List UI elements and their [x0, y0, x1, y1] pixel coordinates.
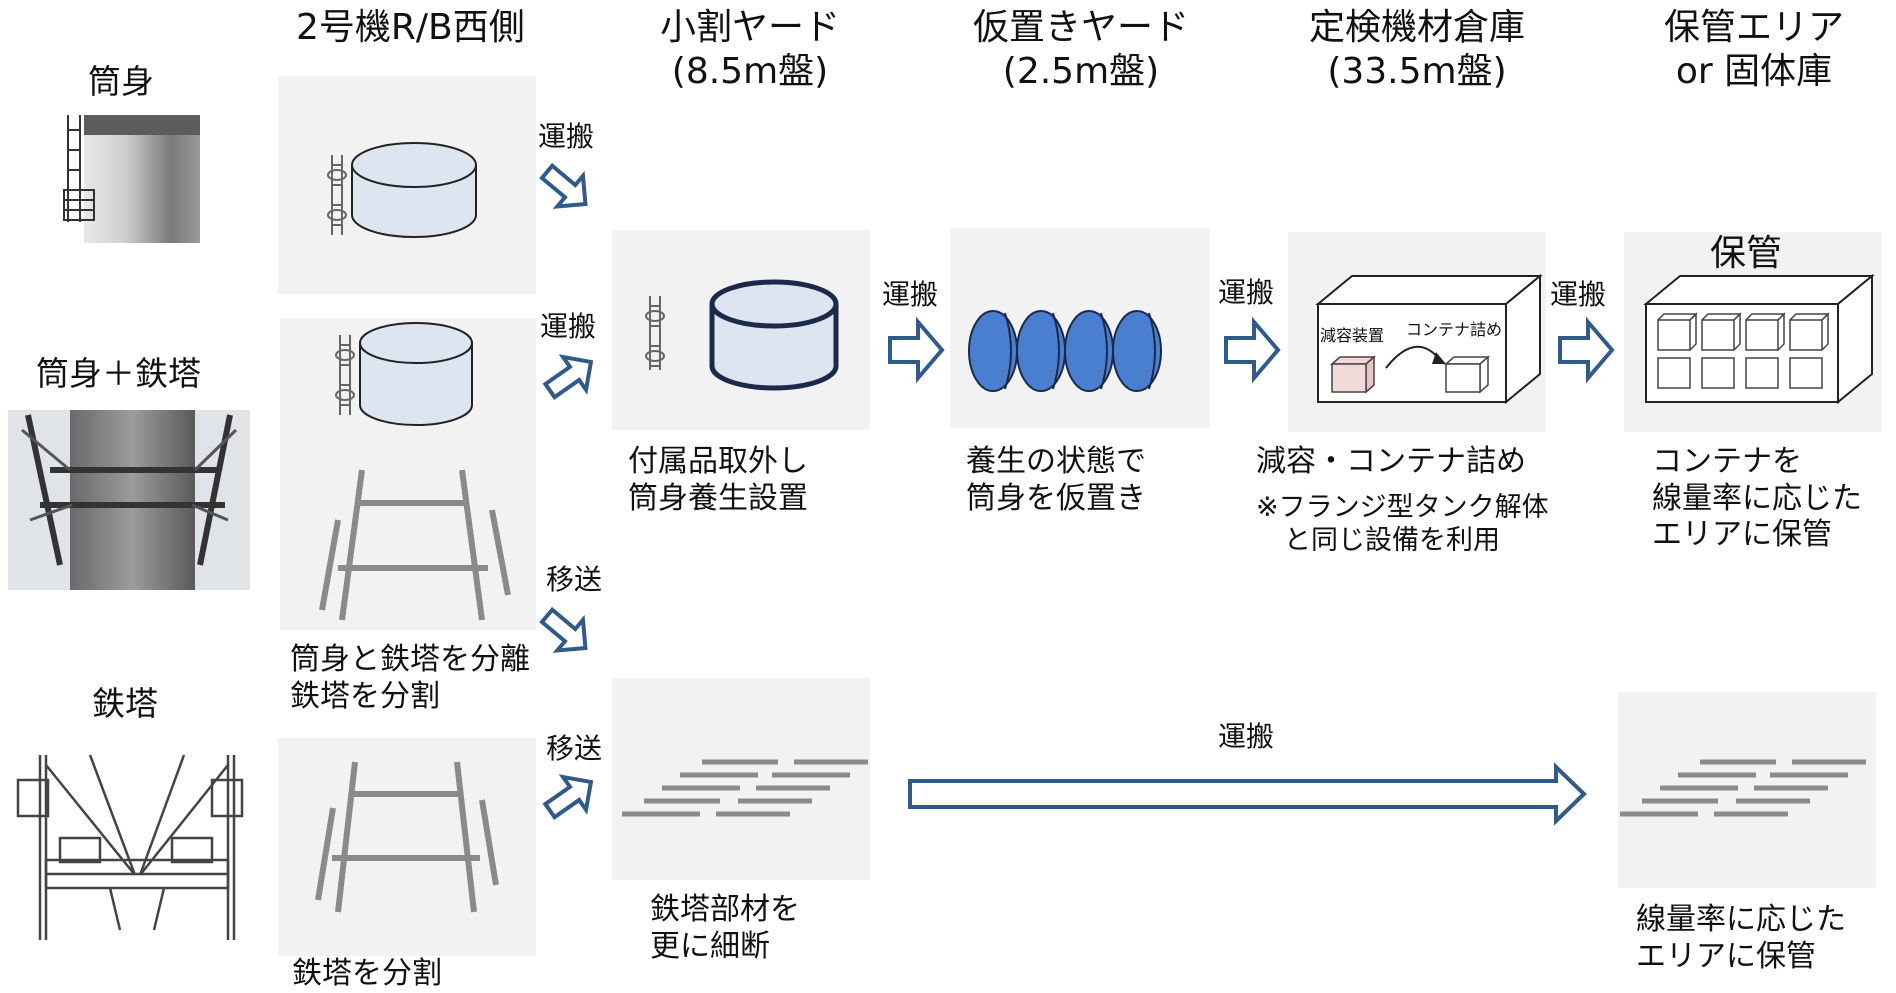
arrow-label-transport: 運搬 [538, 120, 595, 153]
caption-line: 筒身を仮置き [966, 480, 1146, 516]
storage-title: 保管 [1710, 233, 1783, 274]
caption-line: エリアに保管 [1636, 938, 1816, 974]
caption-line: 線量率に応じた [1652, 480, 1862, 516]
caption-temp-yard: 養生の状態で 筒身を仮置き [966, 444, 1146, 517]
tower-photo [16, 754, 244, 940]
arrow-label-transport: 運搬 [1218, 276, 1275, 309]
arrow-label-transfer: 移送 [546, 563, 603, 596]
ladder-icon [335, 335, 355, 415]
column-header-warehouse: 定検機材倉庫 (33.5m盤) [1292, 6, 1542, 94]
arrow-transport-4 [1224, 316, 1281, 384]
column-header-storage: 保管エリア or 固体庫 [1636, 6, 1872, 94]
cylinder-icon [359, 322, 473, 426]
cut-parts-icon [622, 759, 868, 817]
column-header-line: 小割ヤード [659, 7, 840, 48]
column-header-line: or 固体庫 [1675, 50, 1833, 92]
reduce-device-label: 減容装置 [1320, 326, 1385, 345]
column-header-temp-yard: 仮置きヤード (2.5m盤) [966, 6, 1196, 94]
arrow-label-transport: 運搬 [1550, 278, 1607, 311]
row-label-stack: 筒身 [88, 62, 154, 101]
caption-line: 更に細断 [650, 928, 770, 964]
arrow-transport-3 [888, 316, 945, 384]
stored-parts-icon [1620, 759, 1866, 817]
caption-line: 鉄塔を分割 [290, 678, 440, 714]
ladder-icon [327, 155, 347, 235]
column-header-line: 保管エリア [1663, 7, 1844, 48]
arrow-transport-5 [1558, 316, 1615, 384]
container-fill-label: コンテナ詰め [1406, 320, 1503, 339]
arrow-label-transport: 運搬 [1218, 720, 1275, 753]
arrow-label-transfer: 移送 [546, 732, 603, 765]
tower-frame-icon [319, 469, 511, 621]
rolled-stack-icon [968, 310, 1162, 392]
caption-storage: コンテナを 線量率に応じた エリアに保管 [1652, 444, 1862, 554]
fill-arrow-head [1432, 352, 1446, 364]
arrow-transfer-1 [539, 606, 588, 653]
column-header-rb-west: 2号機R/B西側 [296, 7, 525, 48]
caption-line: 鉄塔部材を [650, 892, 800, 927]
column-header-line: (8.5m盤) [671, 50, 829, 92]
caption-line: 付属品取外し [628, 444, 808, 479]
caption-split: 鉄塔を分割 [292, 956, 442, 991]
row-label-stack-tower: 筒身＋鉄塔 [36, 354, 201, 393]
protected-cylinder-icon [709, 279, 839, 391]
arrow-transport-2 [542, 354, 594, 400]
panel-tower-storage [1618, 692, 1876, 888]
arrow-transport-long [908, 762, 1587, 826]
column-header-line: 定検機材倉庫 [1308, 7, 1525, 48]
reduce-device-cube [1330, 355, 1376, 394]
caption-small-yard: 付属品取外し 筒身養生設置 [628, 444, 808, 517]
arrow-label-transport: 運搬 [540, 310, 597, 343]
container-cube [1444, 355, 1490, 394]
panel-tower-split [278, 738, 536, 956]
stack-tower-photo [8, 410, 250, 590]
caption-line: 線量率に応じた [1636, 902, 1846, 937]
ladder-icon [645, 296, 665, 370]
column-header-line: (2.5m盤) [1002, 50, 1160, 92]
caption-warehouse: 減容・コンテナ詰め [1256, 444, 1526, 479]
caption-line: 養生の状態で [966, 444, 1146, 479]
caption-line: ※フランジ型タンク解体 [1256, 492, 1549, 523]
arrow-label-transport: 運搬 [882, 278, 939, 311]
stack-photo [63, 115, 200, 243]
caption-line: と同じ設備を利用 [1284, 524, 1500, 556]
stored-containers [1657, 312, 1830, 389]
caption-line: コンテナを [1652, 444, 1802, 479]
cylinder-icon [351, 142, 477, 238]
column-header-line: 仮置きヤード [972, 7, 1189, 48]
caption-warehouse-note: ※フランジ型タンク解体 と同じ設備を利用 [1256, 492, 1549, 558]
caption-line: 筒身と鉄塔を分離 [290, 642, 530, 677]
caption-tower-storage: 線量率に応じた エリアに保管 [1636, 902, 1846, 975]
caption-line: エリアに保管 [1652, 517, 1832, 553]
column-header-line: (33.5m盤) [1327, 50, 1507, 92]
row-label-tower: 鉄塔 [92, 684, 158, 723]
arrow-transfer-2 [542, 774, 594, 820]
column-header-small-yard: 小割ヤード (8.5m盤) [640, 6, 860, 94]
tower-frame-icon [315, 761, 499, 913]
caption-tower-parts: 鉄塔部材を 更に細断 [650, 892, 800, 965]
caption-line: 筒身養生設置 [628, 480, 808, 516]
arrow-transport-1 [539, 162, 588, 209]
caption-separate: 筒身と鉄塔を分離 鉄塔を分割 [290, 642, 530, 715]
panel-tower-parts [612, 678, 870, 880]
